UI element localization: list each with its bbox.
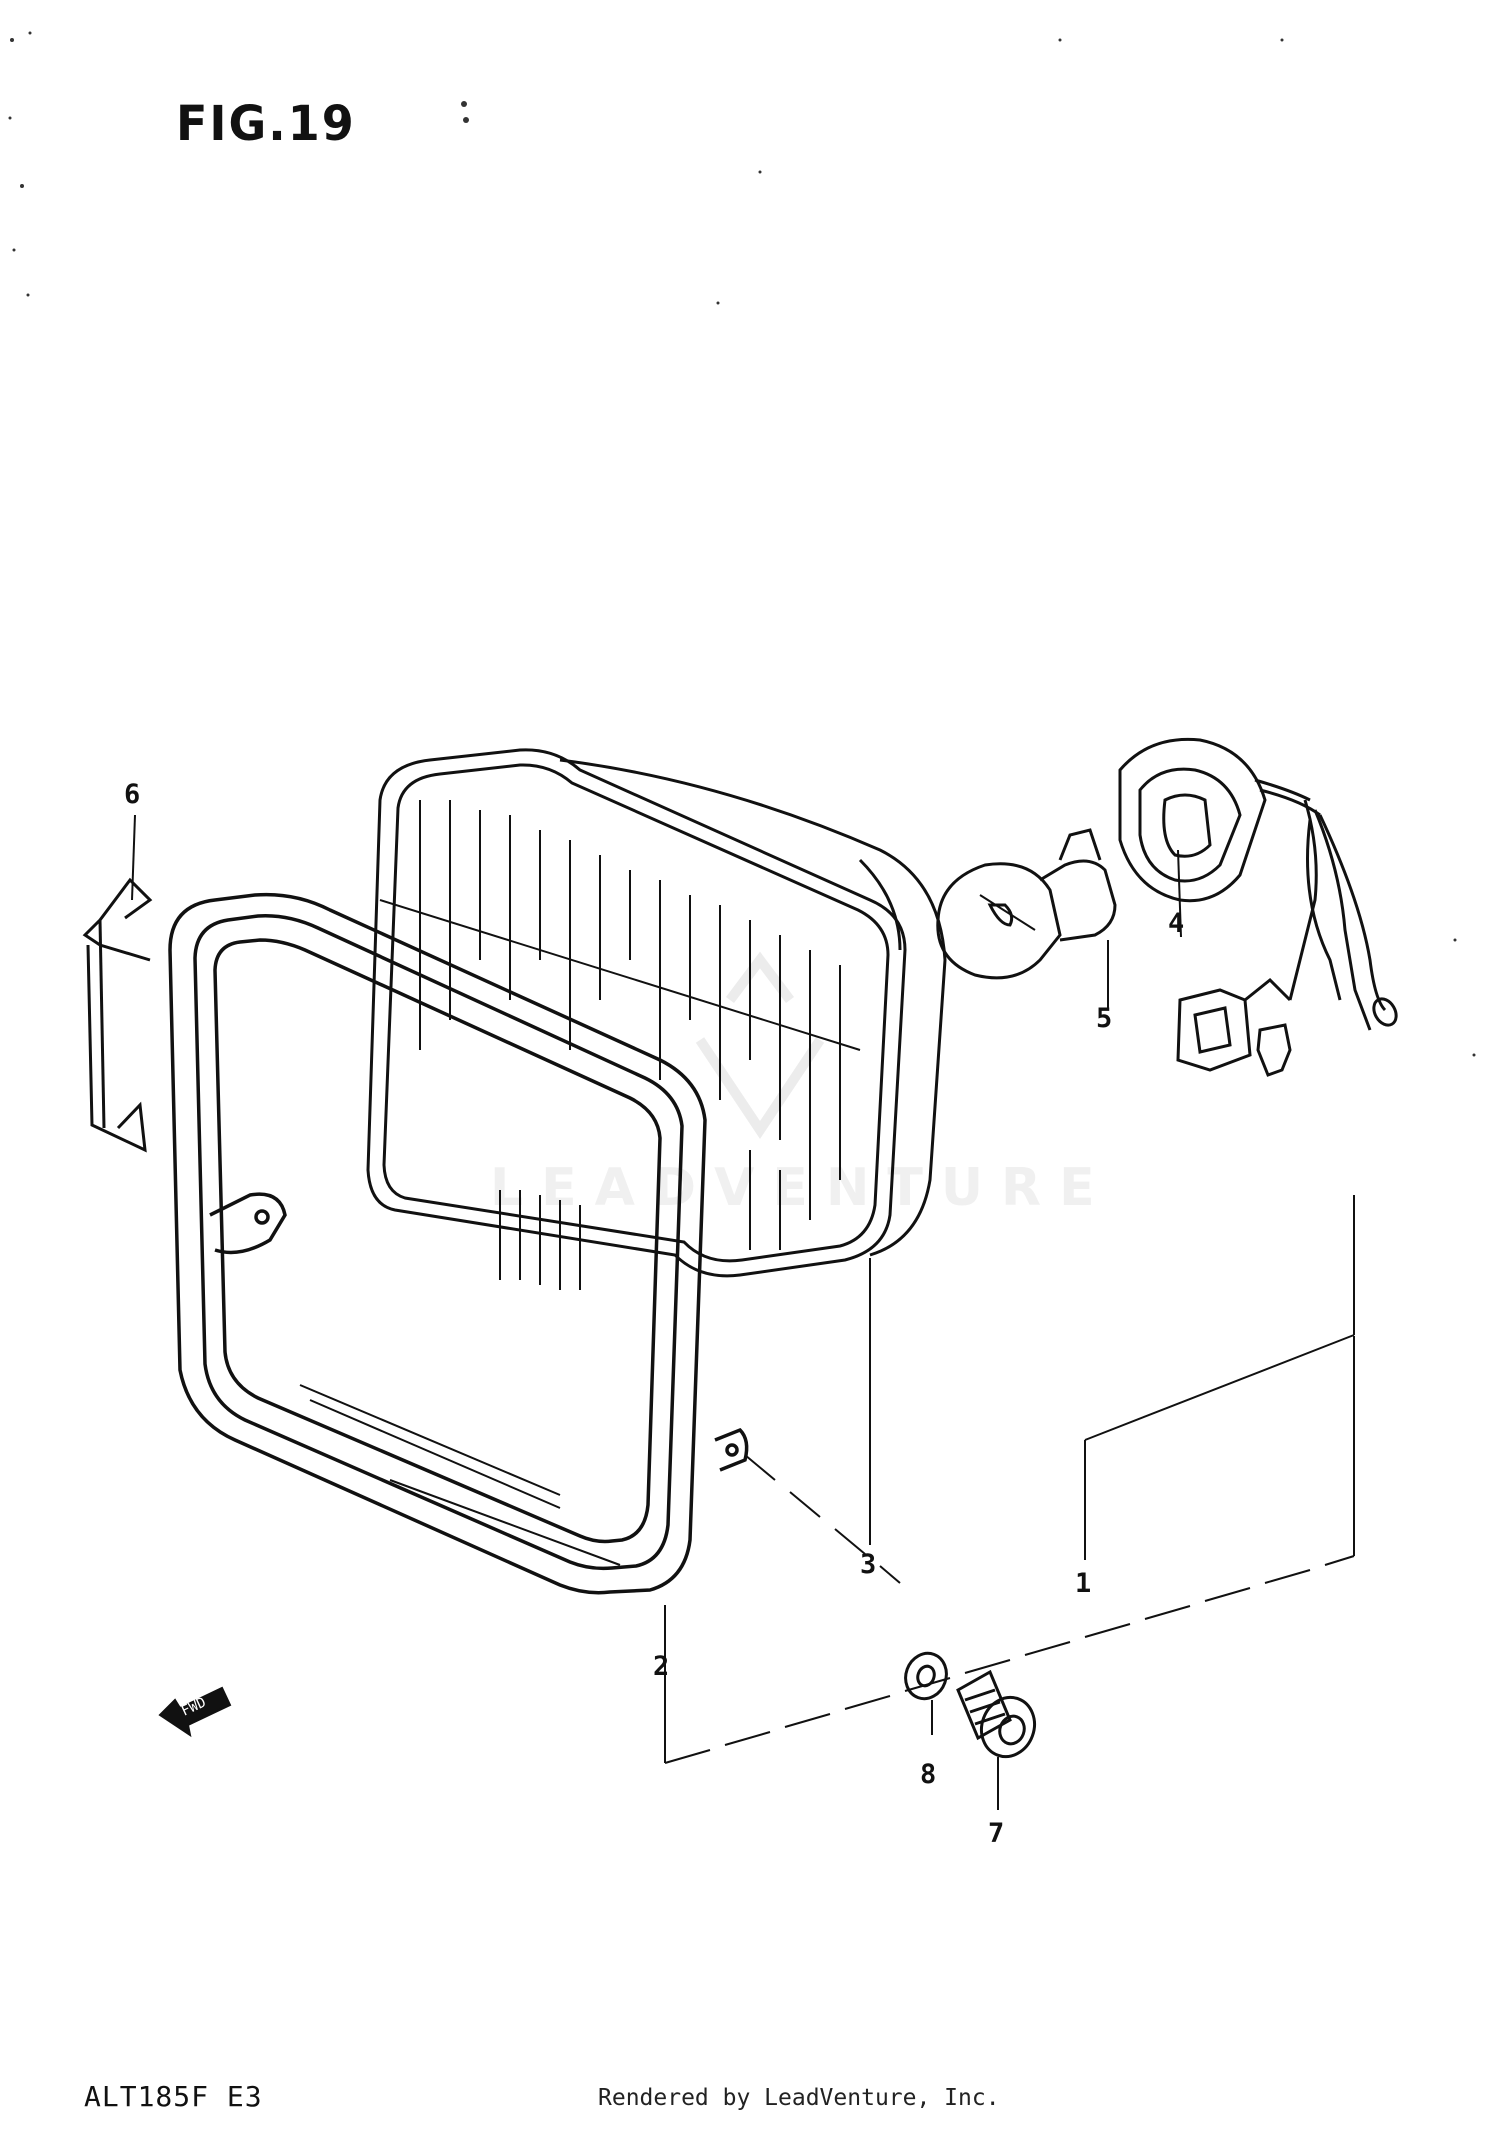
callout-7: 7 (988, 1818, 1004, 1849)
screw (956, 1669, 1036, 1759)
washer (904, 1651, 948, 1701)
figure-title: FIG.19 (176, 94, 356, 152)
callout-8: 8 (920, 1759, 936, 1790)
bulb (936, 828, 1117, 980)
callout-6: 6 (124, 779, 140, 810)
bulb-socket-harness (1118, 737, 1398, 1077)
rendered-by-credit: Rendered by LeadVenture, Inc. (598, 2085, 1000, 2111)
leader-lines (131, 814, 1355, 1810)
headlight-rim (168, 892, 749, 1595)
sealed-beam-unit (366, 748, 947, 1290)
scan-specks (8, 31, 1476, 1057)
watermark-text: LEADVENTURE (490, 1158, 1113, 1218)
callout-4: 4 (1168, 908, 1184, 939)
callout-3: 3 (860, 1549, 876, 1580)
callout-1: 1 (1075, 1568, 1091, 1599)
callout-5: 5 (1096, 1003, 1112, 1034)
watermark-logo (695, 951, 825, 1140)
callout-2: 2 (653, 1651, 669, 1682)
forward-arrow-icon: FWD (158, 1686, 232, 1738)
model-code: ALT185F E3 (84, 2080, 263, 2113)
spring-clip (82, 877, 153, 1153)
